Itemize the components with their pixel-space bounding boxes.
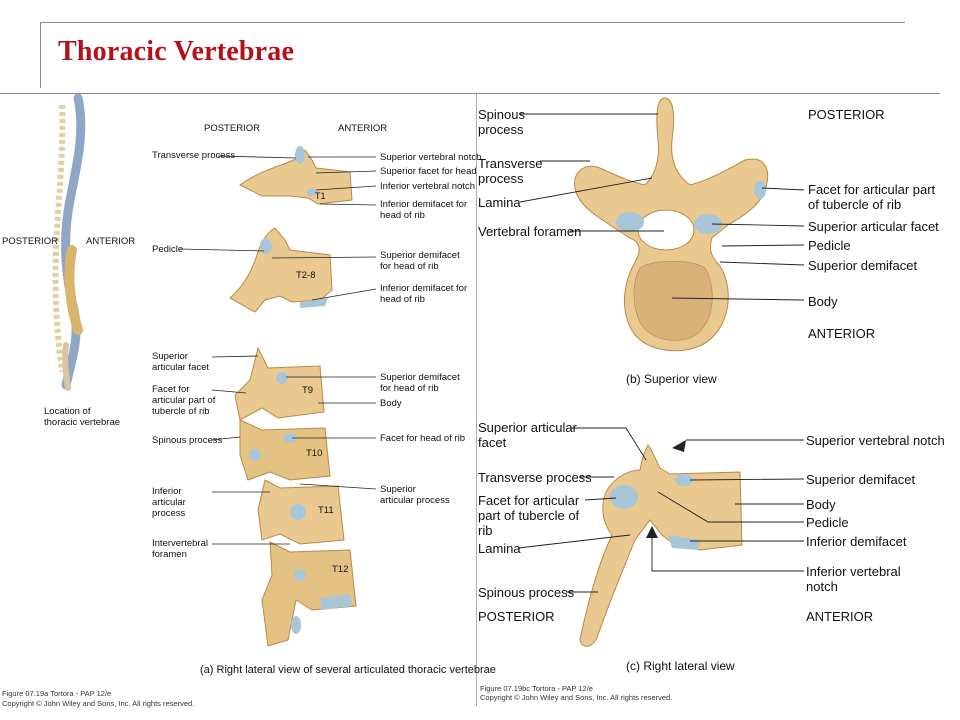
t2-8-vertebra-illustration [229, 227, 333, 313]
panel-b-leader-lines [519, 113, 805, 301]
superior-view-illustration [574, 97, 769, 352]
label-superior-demifacet-2: Superior demifacet for head of rib [380, 372, 460, 394]
panel-c-copyright: Copyright © John Wiley and Sons, Inc. Al… [480, 693, 673, 702]
label-t1: T1 [315, 191, 326, 201]
right-lateral-view-illustration [579, 444, 743, 647]
c-label-transverse-process: Transverse process [478, 470, 592, 485]
label-superior-articular-process: Superior articular process [380, 484, 450, 506]
panel-c-leader-lines [517, 427, 805, 593]
label-inferior-vertebral-notch: Inferior vertebral notch [380, 181, 476, 192]
label-transverse-process: Transverse process [152, 150, 236, 161]
label-superior-demifacet: Superior demifacet for head of rib [380, 250, 460, 272]
c-label-body: Body [806, 497, 836, 512]
slide-frame-top-rule [40, 22, 905, 23]
location-caption: Location of thoracic vertebrae [44, 406, 121, 428]
label-facet-head-rib: Facet for head of rib [380, 433, 466, 444]
label-intervertebral-foramen: Intervertebral foramen [152, 538, 208, 560]
b-label-facet-articular-tubercle: Facet for articular part of tubercle of … [808, 182, 936, 212]
label-pedicle: Pedicle [152, 244, 184, 255]
panel-a-posterior-label: POSTERIOR [204, 123, 260, 134]
label-t9: T9 [302, 385, 314, 396]
label-spinous-process: Spinous process [152, 435, 223, 446]
panel-a-leader-lines [179, 155, 377, 545]
c-anterior-label: ANTERIOR [806, 609, 874, 624]
label-body: Body [380, 398, 402, 409]
label-inferior-demifacet-2: Inferior demifacet for head of rib [380, 283, 468, 305]
spine-anterior-label: ANTERIOR [86, 236, 136, 247]
b-label-transverse-process: Transverse process [478, 156, 543, 186]
label-inferior-demifacet-1: Inferior demifacet for head of rib [380, 199, 468, 221]
panel-a-caption: (a) Right lateral view of several articu… [200, 664, 496, 676]
b-label-vertebral-foramen: Vertebral foramen [478, 224, 582, 239]
panel-c-figure-credit: Figure 07.19bc Tortora - PAP 12/e [480, 684, 593, 693]
label-t2-8: T2-8 [296, 270, 316, 281]
c-label-inferior-demifacet: Inferior demifacet [806, 534, 907, 549]
panel-divider [476, 94, 477, 706]
panel-a-anterior-label: ANTERIOR [338, 123, 388, 134]
b-label-superior-articular-facet: Superior articular facet [808, 219, 939, 234]
panel-b-caption: (b) Superior view [626, 372, 717, 386]
b-label-lamina: Lamina [478, 195, 521, 210]
spine-column-illustration [52, 93, 86, 391]
slide-frame-under-title-rule [0, 93, 940, 94]
b-posterior-label: POSTERIOR [808, 107, 885, 122]
label-superior-facet-head-rib: Superior facet for head of rib [380, 166, 476, 177]
c-posterior-label: POSTERIOR [478, 609, 555, 624]
b-label-spinous-process: Spinous process [478, 107, 525, 137]
b-label-body: Body [808, 294, 838, 309]
label-inferior-articular-process: Inferior articular process [152, 486, 186, 519]
label-t12: T12 [332, 564, 349, 575]
label-superior-vertebral-notch: Superior vertebral notch [380, 152, 482, 163]
b-anterior-label: ANTERIOR [808, 326, 876, 341]
articulated-t9-t12-illustration [234, 346, 357, 647]
panel-c-arrowheads [646, 440, 686, 538]
c-label-facet-articular-tubercle: Facet for articular part of tubercle of … [478, 493, 580, 538]
panel-c-caption: (c) Right lateral view [626, 659, 735, 673]
c-label-superior-articular-facet: Superior articular facet [478, 420, 577, 450]
panel-a-figure-credit: Figure 07.19a Tortora - PAP 12/e [2, 689, 112, 698]
label-facet-articular-tubercle: Facet for articular part of tubercle of … [152, 384, 216, 417]
b-label-superior-demifacet: Superior demifacet [808, 258, 918, 273]
t1-vertebra-illustration [239, 146, 353, 205]
c-label-lamina: Lamina [478, 541, 521, 556]
c-label-pedicle: Pedicle [806, 515, 849, 530]
c-label-superior-demifacet: Superior demifacet [806, 472, 916, 487]
slide-title: Thoracic Vertebrae [58, 36, 295, 67]
label-t11: T11 [318, 505, 334, 516]
slide-frame-vertical-rule [40, 22, 41, 88]
c-label-superior-vertebral-notch: Superior vertebral notch [806, 433, 945, 448]
spine-posterior-label: POSTERIOR [2, 236, 58, 247]
c-label-inferior-vertebral-notch: Inferior vertebral notch [806, 564, 901, 594]
label-superior-articular-facet: Superior articular facet [152, 351, 210, 373]
label-t10: T10 [306, 448, 323, 459]
b-label-pedicle: Pedicle [808, 238, 851, 253]
panel-a-copyright: Copyright © John Wiley and Sons, Inc. Al… [2, 699, 195, 708]
c-label-spinous-process: Spinous process [478, 585, 575, 600]
